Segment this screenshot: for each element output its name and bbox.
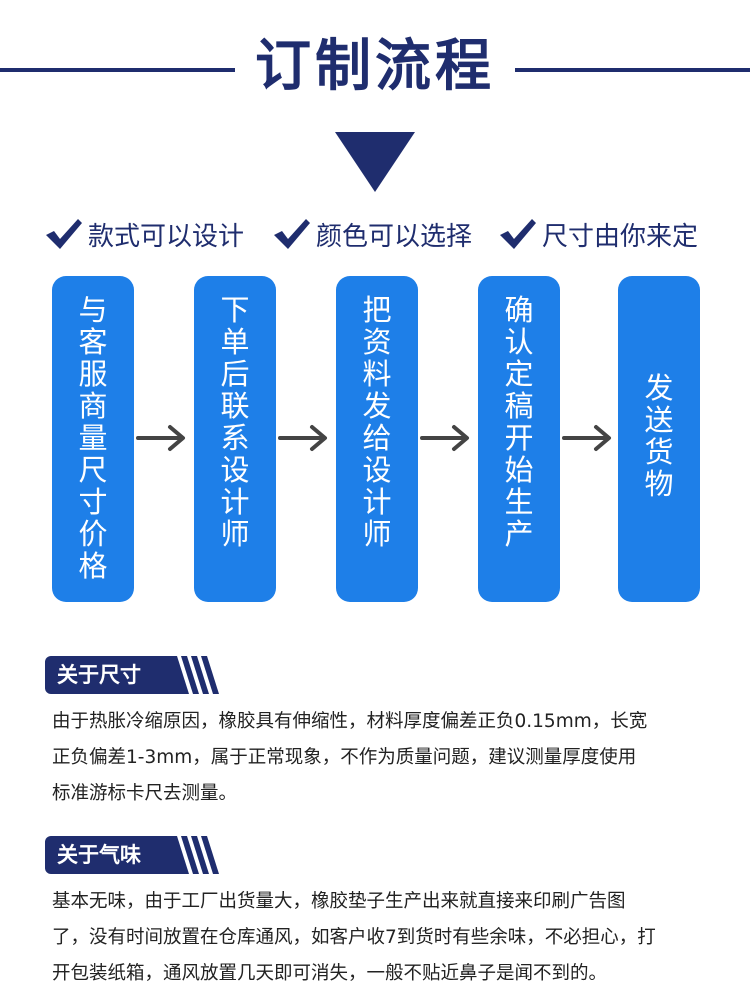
arrow-right-icon <box>420 425 469 451</box>
section-heading-bg <box>45 836 167 874</box>
feature-label: 颜色可以选择 <box>316 221 473 252</box>
section-paragraph-size: 由于热胀冷缩原因，橡胶具有伸缩性，材料厚度偏差正负0.15mm，长宽 正负偏差1… <box>52 704 712 812</box>
step-label: 与客服商量尺寸价格 <box>78 293 108 583</box>
step-label: 把资料发给设计师 <box>362 293 392 551</box>
section-paragraph-odor: 基本无味，由于工厂出货量大，橡胶垫子生产出来就直接来印刷广告图 了，没有时间放置… <box>52 884 712 992</box>
down-triangle-icon <box>335 132 415 192</box>
step-box: 确认定稿开始生产 <box>478 276 560 602</box>
paragraph-line: 开包装纸箱，通风放置几天即可消失，一般不贴近鼻子是闻不到的。 <box>52 963 608 984</box>
feature-label: 款式可以设计 <box>88 221 245 252</box>
feature-item: 尺寸由你来定 <box>498 212 698 256</box>
title-row: 订制流程 <box>0 22 750 112</box>
paragraph-line: 标准游标卡尺去测量。 <box>52 783 238 804</box>
step-label: 发送货物 <box>644 371 674 501</box>
slash-stripes-icon <box>167 656 219 694</box>
paragraph-line: 基本无味，由于工厂出货量大，橡胶垫子生产出来就直接来印刷广告图 <box>52 891 626 912</box>
arrow-right-icon <box>278 425 327 451</box>
section-heading-bg <box>45 656 167 694</box>
feature-label: 尺寸由你来定 <box>542 221 699 252</box>
paragraph-line: 由于热胀冷缩原因，橡胶具有伸缩性，材料厚度偏差正负0.15mm，长宽 <box>52 711 648 732</box>
feature-item: 款式可以设计 <box>44 212 244 256</box>
section-heading-label: 关于气味 <box>57 843 141 867</box>
step-label: 下单后联系设计师 <box>220 293 250 551</box>
check-icon <box>46 219 82 249</box>
paragraph-line: 正负偏差1-3mm，属于正常现象，不作为质量问题，建议测量厚度使用 <box>52 747 637 768</box>
arrow-right-icon <box>136 425 185 451</box>
feature-list: 款式可以设计 颜色可以选择 尺寸由你来定 <box>44 212 724 256</box>
section-heading-label: 关于尺寸 <box>57 663 141 687</box>
page-title: 订制流程 <box>255 34 495 99</box>
step-box: 发送货物 <box>618 276 700 602</box>
step-label: 确认定稿开始生产 <box>504 293 534 551</box>
arrow-right-icon <box>562 425 611 451</box>
step-box: 与客服商量尺寸价格 <box>52 276 134 602</box>
feature-item: 颜色可以选择 <box>272 212 472 256</box>
check-icon <box>274 219 310 249</box>
step-box: 下单后联系设计师 <box>194 276 276 602</box>
check-icon <box>500 219 536 249</box>
title-divider-right <box>515 68 750 72</box>
title-divider-left <box>0 68 235 72</box>
step-box: 把资料发给设计师 <box>336 276 418 602</box>
paragraph-line: 了，没有时间放置在仓库通风，如客户收7到货时有些余味，不必担心，打 <box>52 927 656 948</box>
slash-stripes-icon <box>167 836 219 874</box>
